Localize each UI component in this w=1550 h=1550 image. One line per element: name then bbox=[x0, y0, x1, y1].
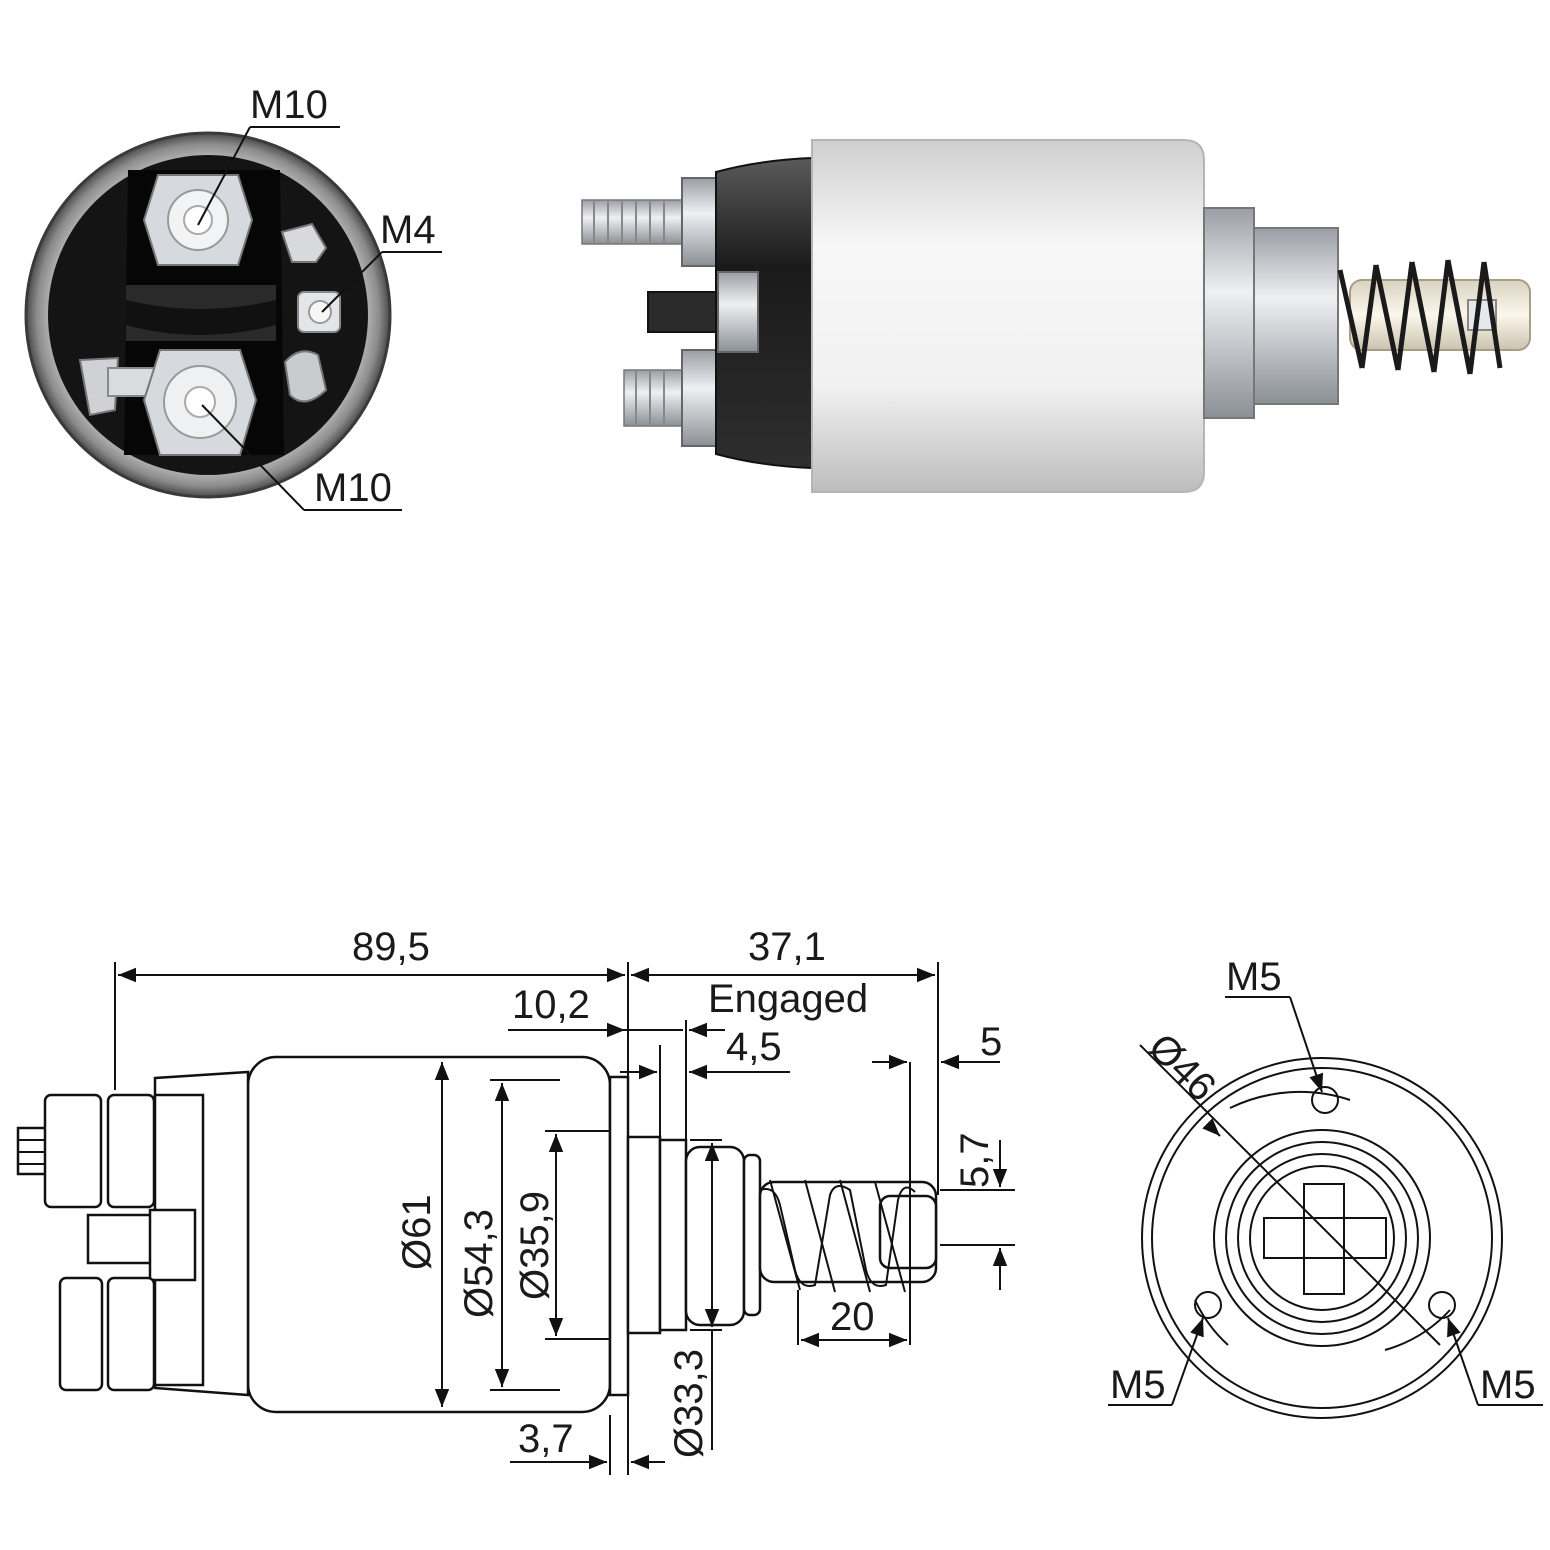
label-m5-right: M5 bbox=[1480, 1363, 1536, 1407]
stud-upper bbox=[581, 177, 723, 267]
side-drawing: 89,5 37,1 Engaged 10,2 4,5 5 20 3,7 5,7 … bbox=[16, 925, 1015, 1475]
dim-body-diameter: Ø61 bbox=[395, 1194, 439, 1270]
dim-flange-thickness: 3,7 bbox=[518, 1417, 574, 1461]
bottom-stud bbox=[78, 349, 258, 456]
end-view-photo: M10 M4 M10 bbox=[24, 83, 442, 511]
cap-bracket bbox=[717, 271, 759, 353]
label-m4: M4 bbox=[380, 208, 436, 252]
hole-right bbox=[1428, 1291, 1456, 1319]
dim-boss-diameter: Ø33,3 bbox=[667, 1349, 711, 1458]
label-m5-top: M5 bbox=[1226, 955, 1282, 999]
dim-shell-diameter: Ø54,3 bbox=[457, 1209, 501, 1318]
stud-lower bbox=[623, 349, 723, 447]
hole-top bbox=[1311, 1086, 1339, 1114]
drawing-boss bbox=[626, 1135, 662, 1335]
small-terminal bbox=[280, 222, 341, 403]
boss bbox=[1253, 227, 1339, 405]
drawing-flange bbox=[608, 1075, 630, 1397]
mount-flange bbox=[1203, 207, 1255, 419]
drawing-terminals bbox=[16, 1093, 197, 1392]
center-rib-curve bbox=[126, 300, 276, 335]
dim-spring-length: 20 bbox=[830, 1295, 875, 1339]
dim-flange-offset: 10,2 bbox=[512, 983, 590, 1027]
solenoid-shell bbox=[811, 139, 1205, 493]
front-drawing: Ø46 M5 M5 M5 bbox=[1108, 955, 1543, 1419]
drawing-spring bbox=[759, 1179, 916, 1293]
top-stud bbox=[142, 174, 254, 266]
dim-overall-length: 89,5 bbox=[352, 925, 430, 969]
side-view-photo bbox=[581, 139, 1531, 493]
dim-tip-length: 5 bbox=[980, 1020, 1002, 1064]
label-m10-bottom: M10 bbox=[314, 466, 392, 510]
dim-step-length: 4,5 bbox=[726, 1025, 782, 1069]
dim-plunger-length: 37,1 bbox=[748, 925, 826, 969]
label-m10-top: M10 bbox=[250, 83, 328, 127]
dim-inner-diameter: Ø35,9 bbox=[513, 1191, 557, 1300]
dim-engaged: Engaged bbox=[708, 977, 868, 1021]
spring bbox=[1337, 259, 1503, 375]
label-m5-left: M5 bbox=[1110, 1363, 1166, 1407]
hole-left bbox=[1194, 1291, 1222, 1319]
dim-tip-height: 5,7 bbox=[953, 1132, 997, 1188]
